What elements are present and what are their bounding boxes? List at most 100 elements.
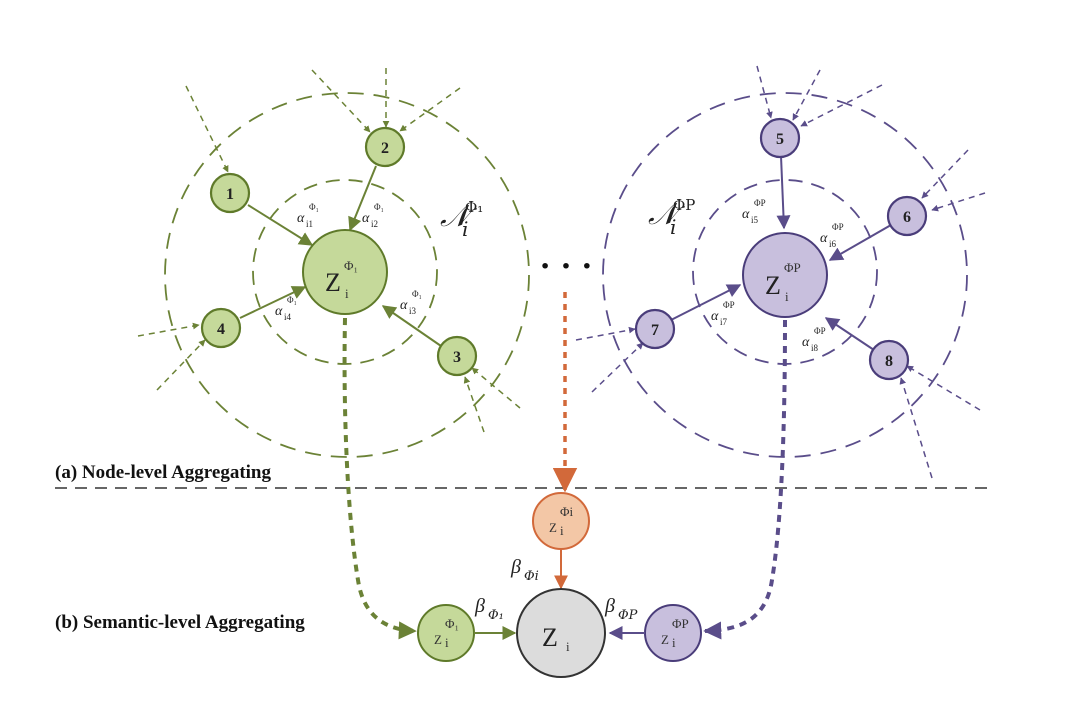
right-weight-6: α ΦP i6 [820, 222, 844, 249]
svg-text:Z: Z [542, 623, 558, 652]
svg-text:Z: Z [434, 632, 442, 647]
right-weight-5: α ΦP i5 [742, 198, 766, 225]
node-label-2: 2 [381, 140, 389, 157]
beta-right-label: β ΦP [604, 595, 638, 623]
right-center-base: Z [765, 271, 781, 300]
svg-text:ΦP: ΦP [814, 326, 826, 336]
left-neighbor-node-1: 1 [209, 172, 251, 214]
svg-text:i: i [560, 523, 564, 538]
left-center-sub: i [345, 286, 349, 301]
right-cluster: Z i ΦP 5 6 7 8 α ΦP i5 α ΦP i6 [575, 65, 986, 479]
svg-text:ΦP: ΦP [672, 616, 689, 631]
svg-text:β: β [604, 595, 615, 617]
left-neighbor-node-3: 3 [436, 335, 478, 377]
svg-text:Φ₁: Φ₁ [445, 616, 459, 631]
svg-text:α: α [742, 207, 750, 222]
right-neighbor-node-5: 5 [759, 117, 801, 159]
left-attention-edges [239, 165, 442, 347]
svg-text:ΦP: ΦP [618, 608, 638, 623]
left-weight-4: α Φ₁ i4 [275, 295, 297, 322]
right-center-sup: ΦP [784, 260, 801, 275]
node-label-1: 1 [226, 186, 234, 203]
svg-text:β: β [510, 556, 521, 578]
svg-text:ΦP: ΦP [754, 198, 766, 208]
left-neighborhood-label: 𝒩 i Φ₁ [440, 198, 483, 241]
svg-text:i4: i4 [284, 312, 292, 322]
semantic-level-label: (b) Semantic-level Aggregating [55, 612, 305, 633]
svg-text:α: α [400, 298, 408, 313]
svg-text:Z: Z [661, 632, 669, 647]
beta-middle-label: β Φi [510, 556, 539, 584]
svg-text:Φ₁: Φ₁ [465, 198, 483, 216]
svg-text:Φi: Φi [524, 569, 539, 584]
svg-text:i3: i3 [409, 306, 417, 316]
svg-text:α: α [362, 211, 370, 226]
node-level-label: (a) Node-level Aggregating [55, 462, 271, 483]
svg-text:i5: i5 [751, 215, 759, 225]
right-neighbor-node-7: 7 [634, 308, 676, 350]
svg-text:ΦP: ΦP [723, 300, 735, 310]
middle-semantic-node [532, 492, 590, 550]
svg-text:i: i [672, 635, 676, 650]
svg-text:α: α [820, 231, 828, 246]
svg-text:i1: i1 [306, 219, 313, 229]
left-semantic-node [417, 604, 475, 662]
right-to-semantic-arrow [703, 319, 787, 640]
left-to-semantic-arrow [342, 317, 417, 640]
node-label-7: 7 [651, 322, 659, 339]
svg-text:Φ₁: Φ₁ [488, 608, 504, 623]
left-center-node [302, 229, 388, 315]
left-weight-2: α Φ₁ i2 [362, 202, 384, 229]
right-neighbor-node-8: 8 [868, 339, 910, 381]
left-incoming-edges [137, 68, 521, 433]
node-label-4: 4 [217, 321, 225, 338]
svg-text:β: β [474, 595, 485, 617]
svg-text:Φ₁: Φ₁ [412, 289, 422, 299]
svg-text:Φi: Φi [560, 504, 574, 519]
right-weight-8: α ΦP i8 [802, 326, 826, 353]
svg-text:i: i [462, 217, 468, 241]
svg-text:Φ₁: Φ₁ [309, 202, 319, 212]
node-label-8: 8 [885, 353, 893, 370]
svg-text:α: α [275, 304, 283, 319]
svg-text:i8: i8 [811, 343, 819, 353]
left-cluster: Z i Φ₁ 1 2 3 4 α Φ₁ i1 α Φ₁ i2 [137, 68, 530, 458]
right-neighborhood-label: 𝒩 i ΦP [648, 196, 695, 239]
left-neighbor-node-4: 4 [200, 307, 242, 349]
final-embedding-node [516, 588, 606, 678]
svg-text:i: i [566, 639, 570, 654]
node-label-5: 5 [776, 131, 784, 148]
right-semantic-node [644, 604, 702, 662]
svg-text:i2: i2 [371, 219, 378, 229]
beta-left-label: β Φ₁ [474, 595, 504, 623]
svg-text:α: α [297, 211, 305, 226]
svg-text:Z: Z [549, 520, 557, 535]
right-attention-edges [670, 155, 892, 351]
svg-text:i: i [445, 635, 449, 650]
right-outer-neighborhood-ring [602, 92, 968, 458]
svg-text:Φ₁: Φ₁ [287, 295, 297, 305]
svg-text:ΦP: ΦP [832, 222, 844, 232]
left-neighbor-node-2: 2 [364, 126, 406, 168]
left-center-sup: Φ₁ [344, 258, 358, 273]
right-neighbor-node-6: 6 [886, 195, 928, 237]
left-weight-1: α Φ₁ i1 [297, 202, 319, 229]
right-center-sub: i [785, 289, 789, 304]
semantic-level: Z i Φi β Φi Z i Φ₁ β Φ₁ Z i ΦP β ΦP Z i [417, 492, 702, 678]
svg-text:ΦP: ΦP [673, 196, 695, 214]
svg-text:α: α [711, 309, 719, 324]
node-label-3: 3 [453, 349, 461, 366]
svg-text:α: α [802, 335, 810, 350]
svg-text:i7: i7 [720, 317, 728, 327]
right-center-node [742, 232, 828, 318]
svg-text:i6: i6 [829, 239, 837, 249]
left-center-base: Z [325, 268, 341, 297]
left-weight-3: α Φ₁ i3 [400, 289, 422, 316]
node-label-6: 6 [903, 209, 911, 226]
svg-text:i: i [670, 215, 676, 239]
right-weight-7: α ΦP i7 [711, 300, 735, 327]
left-outer-neighborhood-ring [164, 92, 530, 458]
ellipsis: · · · [540, 249, 592, 284]
svg-text:Φ₁: Φ₁ [374, 202, 384, 212]
